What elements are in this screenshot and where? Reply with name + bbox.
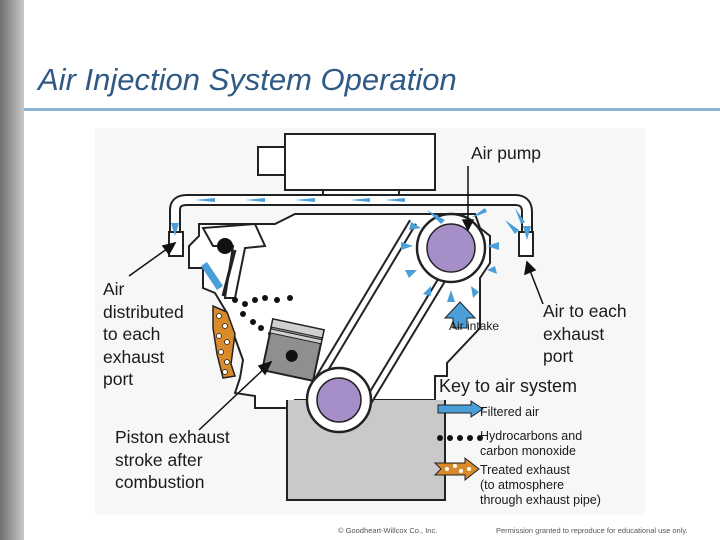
air-filter-housing	[284, 133, 436, 191]
air-intake-arrow	[443, 301, 477, 329]
nozzle-air-arrow	[201, 262, 223, 290]
engine-illustration	[128, 133, 544, 501]
key-label-filtered-air: Filtered air	[480, 405, 540, 419]
exhaust-valve	[221, 249, 237, 297]
key-label-treated-exhaust: Treated exhaust (to atmosphere through e…	[480, 463, 601, 507]
title-divider	[24, 108, 720, 111]
blue-arrow-icon	[437, 400, 484, 418]
exhaust-port	[212, 304, 236, 379]
label-piston-exhaust: Piston exhaust stroke after combustion	[115, 427, 230, 492]
intake-arrows	[401, 208, 519, 302]
footer-permission: Permission granted to reproduce for educ…	[496, 526, 688, 535]
crank-pulley	[316, 377, 362, 423]
label-air-intake: Air intake	[449, 319, 500, 333]
orange-dotted-arrow-icon	[433, 456, 480, 482]
slide-title: Air Injection System Operation	[38, 62, 457, 97]
label-air-to-each-port: Air to each exhaust port	[543, 301, 627, 366]
black-dots-icon	[437, 435, 483, 441]
exhaust-particles	[216, 313, 230, 375]
key-label-hydrocarbons: Hydrocarbons and carbon monoxide	[480, 429, 583, 458]
valve-spring	[217, 238, 233, 254]
label-air-pump: Air pump	[471, 143, 542, 163]
air-injection-diagram: Air pump Air distributed to each exhaust…	[95, 128, 645, 515]
air-flow-arrows	[171, 198, 531, 240]
side-gradient-bar	[0, 0, 24, 540]
label-air-distributed: Air distributed to each exhaust port	[103, 279, 184, 389]
piston	[260, 317, 326, 383]
air-filter-cap	[257, 146, 286, 176]
footer-copyright: © Goodheart-Willcox Co., Inc.	[338, 526, 438, 535]
hydrocarbon-dots	[232, 295, 293, 337]
air-pump-pulley	[426, 223, 476, 273]
key-title: Key to air system	[439, 376, 578, 396]
leader-lines	[128, 166, 544, 431]
orange-arrow-dots	[445, 464, 471, 473]
